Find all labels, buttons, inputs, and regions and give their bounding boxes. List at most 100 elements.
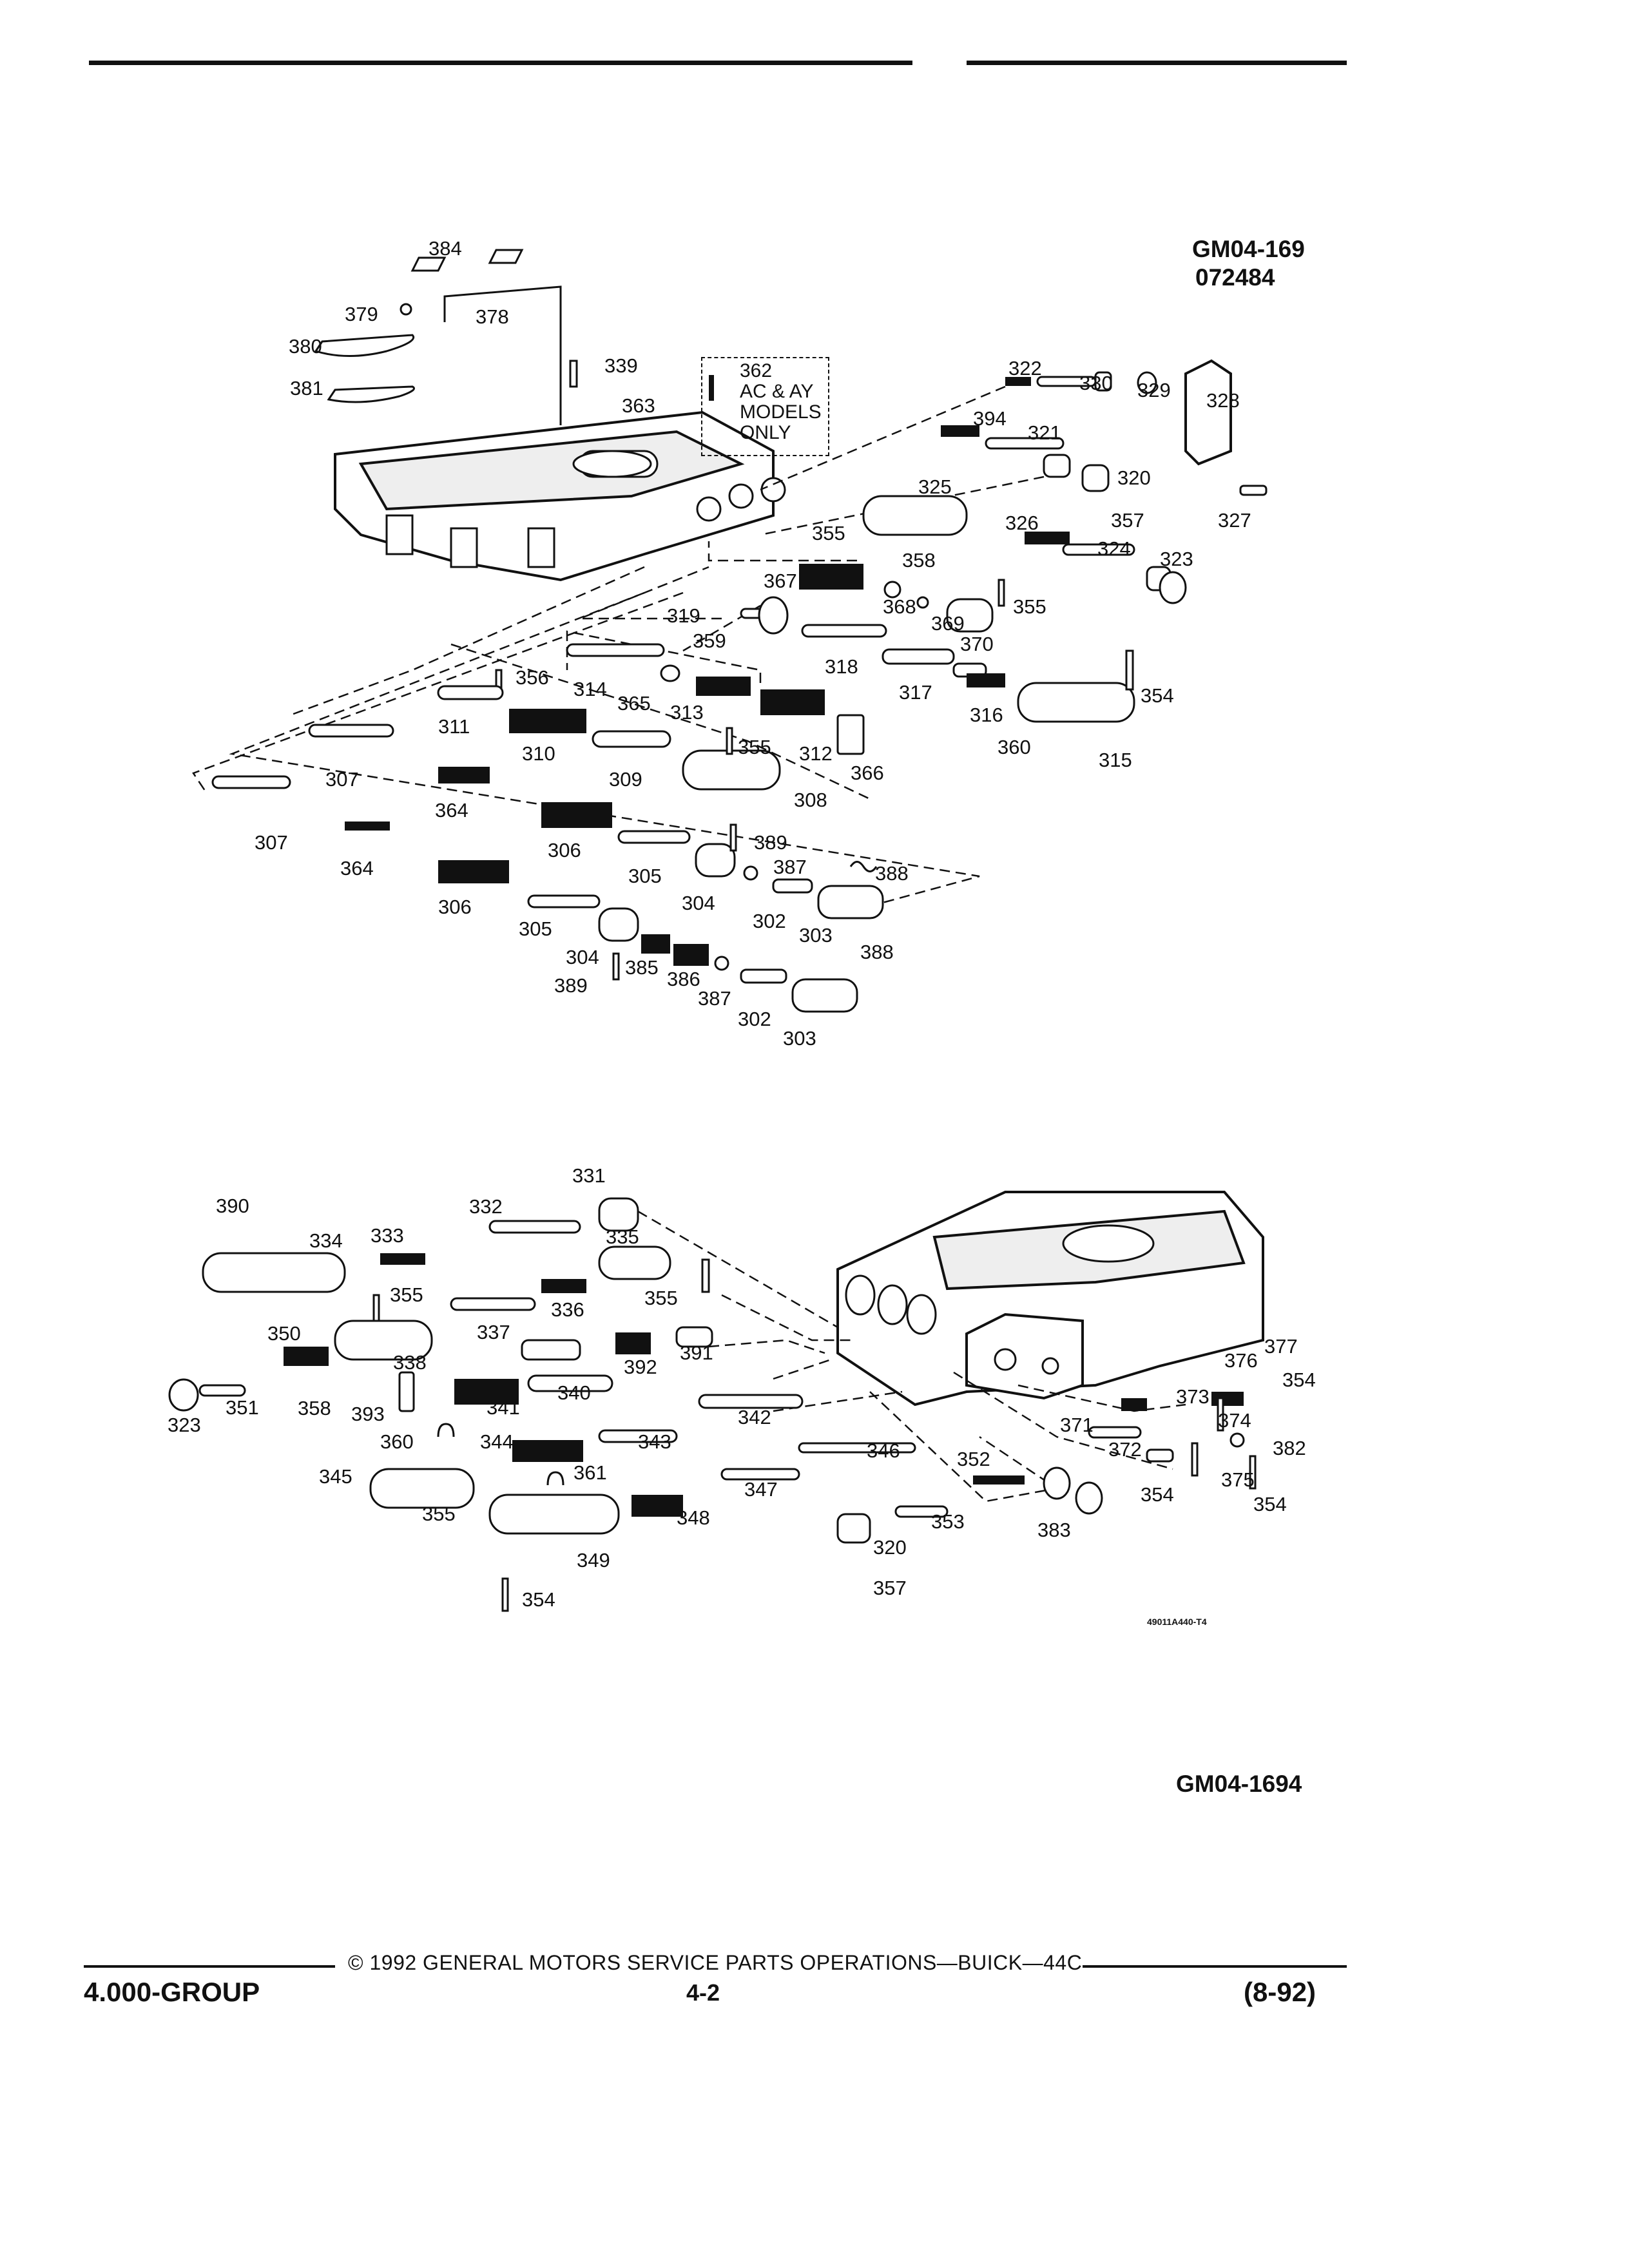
svg-text:372: 372 (1108, 1438, 1142, 1461)
upper-callouts: 384 379 378 380 381 339 363 322 330 329 … (255, 237, 1251, 1050)
svg-text:341: 341 (487, 1396, 520, 1419)
svg-text:312: 312 (799, 742, 833, 765)
svg-text:368: 368 (883, 595, 916, 618)
svg-text:360: 360 (998, 736, 1031, 758)
svg-text:316: 316 (970, 704, 1003, 726)
svg-text:346: 346 (867, 1439, 900, 1462)
svg-text:367: 367 (764, 570, 797, 592)
svg-text:340: 340 (557, 1381, 591, 1404)
svg-text:377: 377 (1264, 1335, 1298, 1358)
svg-text:350: 350 (267, 1322, 301, 1345)
svg-text:373: 373 (1176, 1385, 1210, 1408)
svg-text:385: 385 (625, 956, 659, 979)
svg-text:324: 324 (1097, 537, 1131, 560)
svg-text:339: 339 (604, 354, 638, 377)
svg-text:375: 375 (1221, 1468, 1255, 1491)
svg-text:351: 351 (226, 1396, 259, 1419)
upper-parts (211, 359, 1268, 1013)
svg-text:320: 320 (1117, 466, 1151, 489)
upper-valve-body (314, 249, 786, 582)
svg-text:306: 306 (548, 839, 581, 861)
svg-text:320: 320 (873, 1536, 907, 1559)
svg-text:318: 318 (825, 655, 858, 678)
svg-text:380: 380 (289, 335, 322, 358)
svg-text:374: 374 (1218, 1409, 1251, 1432)
svg-text:302: 302 (738, 1008, 771, 1030)
svg-text:355: 355 (1013, 595, 1046, 618)
svg-text:326: 326 (1005, 512, 1039, 534)
figure-ref-bottom: GM04-1694 (1176, 1771, 1302, 1797)
svg-text:323: 323 (168, 1414, 201, 1436)
svg-text:354: 354 (1282, 1369, 1316, 1391)
svg-text:321: 321 (1028, 421, 1061, 444)
svg-text:383: 383 (1037, 1519, 1071, 1541)
pin-icon (709, 375, 714, 401)
svg-text:342: 342 (738, 1406, 771, 1428)
lower-valve-body (836, 1191, 1264, 1407)
svg-text:317: 317 (899, 681, 932, 704)
lower-callouts: 331 332 390 334 333 335 355 355 336 337 … (168, 1164, 1316, 1611)
note-line-2: MODELS (740, 401, 822, 423)
svg-text:304: 304 (682, 892, 715, 914)
svg-text:315: 315 (1099, 749, 1132, 771)
svg-text:392: 392 (624, 1356, 657, 1378)
copyright-line: © 1992 GENERAL MOTORS SERVICE PARTS OPER… (348, 1951, 1083, 1974)
svg-text:322: 322 (1008, 357, 1042, 380)
svg-text:354: 354 (1141, 684, 1174, 707)
svg-text:378: 378 (476, 305, 509, 328)
svg-text:388: 388 (860, 941, 894, 963)
svg-text:307: 307 (255, 831, 288, 854)
svg-text:371: 371 (1060, 1414, 1094, 1436)
svg-text:323: 323 (1160, 548, 1193, 570)
lower-parts (168, 1197, 1257, 1612)
svg-text:388: 388 (875, 862, 909, 885)
svg-text:336: 336 (551, 1298, 584, 1321)
footer-group: 4.000-GROUP (84, 1977, 260, 2007)
svg-text:357: 357 (873, 1577, 907, 1599)
svg-text:348: 348 (677, 1506, 710, 1529)
figure-ref-top-date: 072484 (1195, 264, 1275, 291)
top-rule-right (967, 61, 1347, 65)
svg-text:355: 355 (738, 736, 771, 758)
svg-text:381: 381 (290, 377, 323, 399)
footer-rule-right (1083, 1965, 1347, 1968)
svg-text:394: 394 (973, 407, 1007, 430)
svg-text:332: 332 (469, 1195, 503, 1218)
svg-text:304: 304 (566, 946, 599, 968)
svg-text:307: 307 (325, 768, 359, 791)
svg-text:329: 329 (1137, 379, 1171, 401)
svg-text:384: 384 (429, 237, 462, 260)
revision-date: (8-92) (1244, 1977, 1316, 2007)
svg-text:364: 364 (340, 857, 374, 879)
svg-text:361: 361 (574, 1461, 607, 1484)
svg-text:370: 370 (960, 633, 994, 655)
top-rule-left (89, 61, 912, 65)
svg-text:337: 337 (477, 1321, 510, 1343)
svg-text:305: 305 (628, 865, 662, 887)
lower-dash-leaders (637, 1210, 1186, 1503)
svg-text:305: 305 (519, 918, 552, 940)
svg-text:309: 309 (609, 768, 642, 791)
svg-text:356: 356 (516, 666, 549, 689)
svg-text:306: 306 (438, 896, 472, 918)
svg-text:386: 386 (667, 968, 700, 990)
svg-text:393: 393 (351, 1403, 385, 1425)
footer-rule-left (84, 1965, 335, 1968)
svg-text:319: 319 (667, 604, 700, 627)
note-number: 362 (740, 360, 773, 381)
svg-text:303: 303 (783, 1027, 816, 1050)
note-line-3: ONLY (740, 422, 791, 443)
figure-ref-top: GM04-169 (1192, 236, 1305, 262)
note-line-1: AC & AY (740, 381, 814, 402)
svg-text:389: 389 (554, 974, 588, 997)
svg-text:355: 355 (812, 522, 845, 544)
svg-text:365: 365 (617, 692, 651, 715)
svg-text:369: 369 (931, 612, 965, 635)
svg-text:391: 391 (680, 1341, 713, 1364)
svg-text:358: 358 (298, 1397, 331, 1419)
svg-text:302: 302 (753, 910, 786, 932)
svg-text:352: 352 (957, 1448, 990, 1470)
svg-text:387: 387 (698, 987, 731, 1010)
svg-text:355: 355 (644, 1287, 678, 1309)
